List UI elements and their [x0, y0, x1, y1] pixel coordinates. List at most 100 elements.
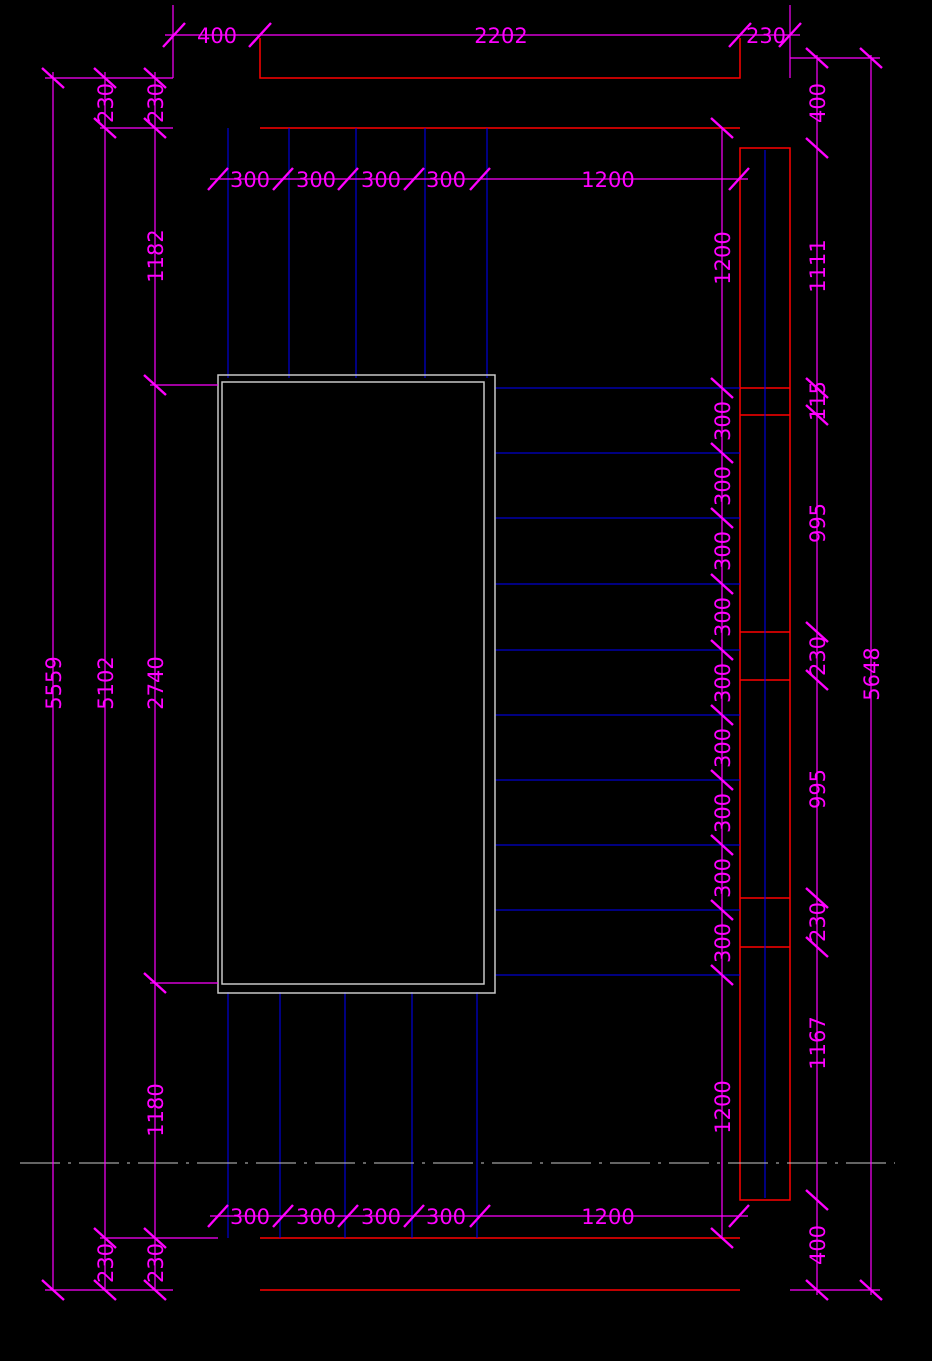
tick [143, 67, 167, 89]
tick [272, 1204, 294, 1228]
tick [710, 377, 734, 399]
tick [728, 167, 750, 191]
dim-bottom-joist-spacing: 300 [296, 1205, 336, 1229]
dim-inner-spacing: 300 [711, 663, 735, 703]
dim-right-small-gap: 115 [806, 381, 830, 421]
tick [728, 22, 752, 48]
dim-inner-spacing: 300 [711, 923, 735, 963]
tick [710, 639, 734, 661]
tick [710, 834, 734, 856]
dim-inner-spacing: 300 [711, 793, 735, 833]
tick [403, 167, 425, 191]
tick [93, 67, 117, 89]
dim-top-joist-spacing: 300 [426, 168, 466, 192]
tick [272, 167, 294, 191]
dim-left-opening: 2740 [144, 656, 168, 709]
dim-left-inner: 5102 [94, 656, 118, 709]
tick [710, 507, 734, 529]
dim-top-left-wall: 400 [197, 24, 237, 48]
dim-left-bottom-wall-2: 230 [144, 1243, 168, 1283]
dim-bottom-joist-spacing: 300 [230, 1205, 270, 1229]
dim-top-joist-span: 1200 [581, 168, 634, 192]
tick [859, 47, 883, 69]
dim-inner-upper-span: 1200 [711, 231, 735, 284]
dim-inner-spacing: 300 [711, 401, 735, 441]
dimension-lines [45, 5, 880, 1295]
tick [805, 936, 829, 958]
joists [227, 128, 766, 1238]
right-wall-strip [739, 147, 791, 1201]
top-wall-outline [259, 38, 741, 79]
tick [710, 769, 734, 791]
tick [710, 442, 734, 464]
tick [710, 117, 734, 139]
dim-right-segment-4: 1167 [806, 1016, 830, 1069]
tick [805, 404, 829, 426]
dim-inner-spacing: 300 [711, 858, 735, 898]
tick [93, 117, 117, 139]
tick [403, 1204, 425, 1228]
tick [93, 1279, 117, 1301]
dim-inner-spacing: 300 [711, 531, 735, 571]
dim-top-span: 2202 [474, 24, 527, 48]
dim-right-segment-3: 995 [806, 769, 830, 809]
dim-left-bottom-wall-1: 230 [94, 1243, 118, 1283]
dim-top-right-wall: 230 [746, 24, 786, 48]
tick [143, 1227, 167, 1249]
dim-right-segment-1: 1111 [806, 239, 830, 292]
dim-right-segment-2: 995 [806, 503, 830, 543]
tick [41, 1279, 65, 1301]
dim-left-overall: 5559 [42, 656, 66, 709]
dim-inner-spacing: 300 [711, 466, 735, 506]
tick [805, 1279, 829, 1301]
tick [859, 1279, 883, 1301]
tick [778, 22, 802, 48]
dim-inner-spacing: 300 [711, 728, 735, 768]
tick [805, 377, 829, 399]
dim-right-top-wall: 400 [806, 83, 830, 123]
tick [337, 167, 359, 191]
dim-left-lower-segment: 1180 [144, 1083, 168, 1136]
tick [728, 1204, 750, 1228]
tick [207, 167, 229, 191]
dim-left-top-wall-2: 230 [144, 83, 168, 123]
dim-right-beam-2: 230 [806, 902, 830, 942]
tick [143, 1279, 167, 1301]
tick [207, 1204, 229, 1228]
dim-top-joist-spacing: 300 [230, 168, 270, 192]
walls [259, 38, 791, 1291]
tick [805, 621, 829, 643]
tick [469, 1204, 491, 1228]
tick [162, 22, 186, 48]
dim-left-top-wall-1: 230 [94, 83, 118, 123]
tick [469, 167, 491, 191]
dim-top-joist-spacing: 300 [296, 168, 336, 192]
tick [710, 899, 734, 921]
dim-bottom-joist-spacing: 300 [361, 1205, 401, 1229]
tick-marks [41, 22, 883, 1301]
dim-inner-spacing: 300 [711, 597, 735, 637]
opening-inner [221, 381, 485, 985]
opening-outline [217, 374, 496, 994]
dim-bottom-joist-span: 1200 [581, 1205, 634, 1229]
tick [710, 1227, 734, 1249]
tick [805, 137, 829, 159]
tick [805, 47, 829, 69]
tick [143, 972, 167, 994]
tick [710, 573, 734, 595]
tick [337, 1204, 359, 1228]
dim-right-overall: 5648 [860, 647, 884, 700]
tick [248, 22, 272, 48]
dim-right-bottom-wall: 400 [806, 1225, 830, 1265]
tick [143, 374, 167, 396]
tick [41, 67, 65, 89]
dim-right-beam-1: 230 [806, 636, 830, 676]
tick [805, 887, 829, 909]
dimension-labels: 400 2202 230 300 300 300 300 1200 300 30… [42, 24, 884, 1283]
tick [710, 964, 734, 986]
dim-left-upper-segment: 1182 [144, 229, 168, 282]
tick [805, 1189, 829, 1211]
dim-top-joist-spacing: 300 [361, 168, 401, 192]
